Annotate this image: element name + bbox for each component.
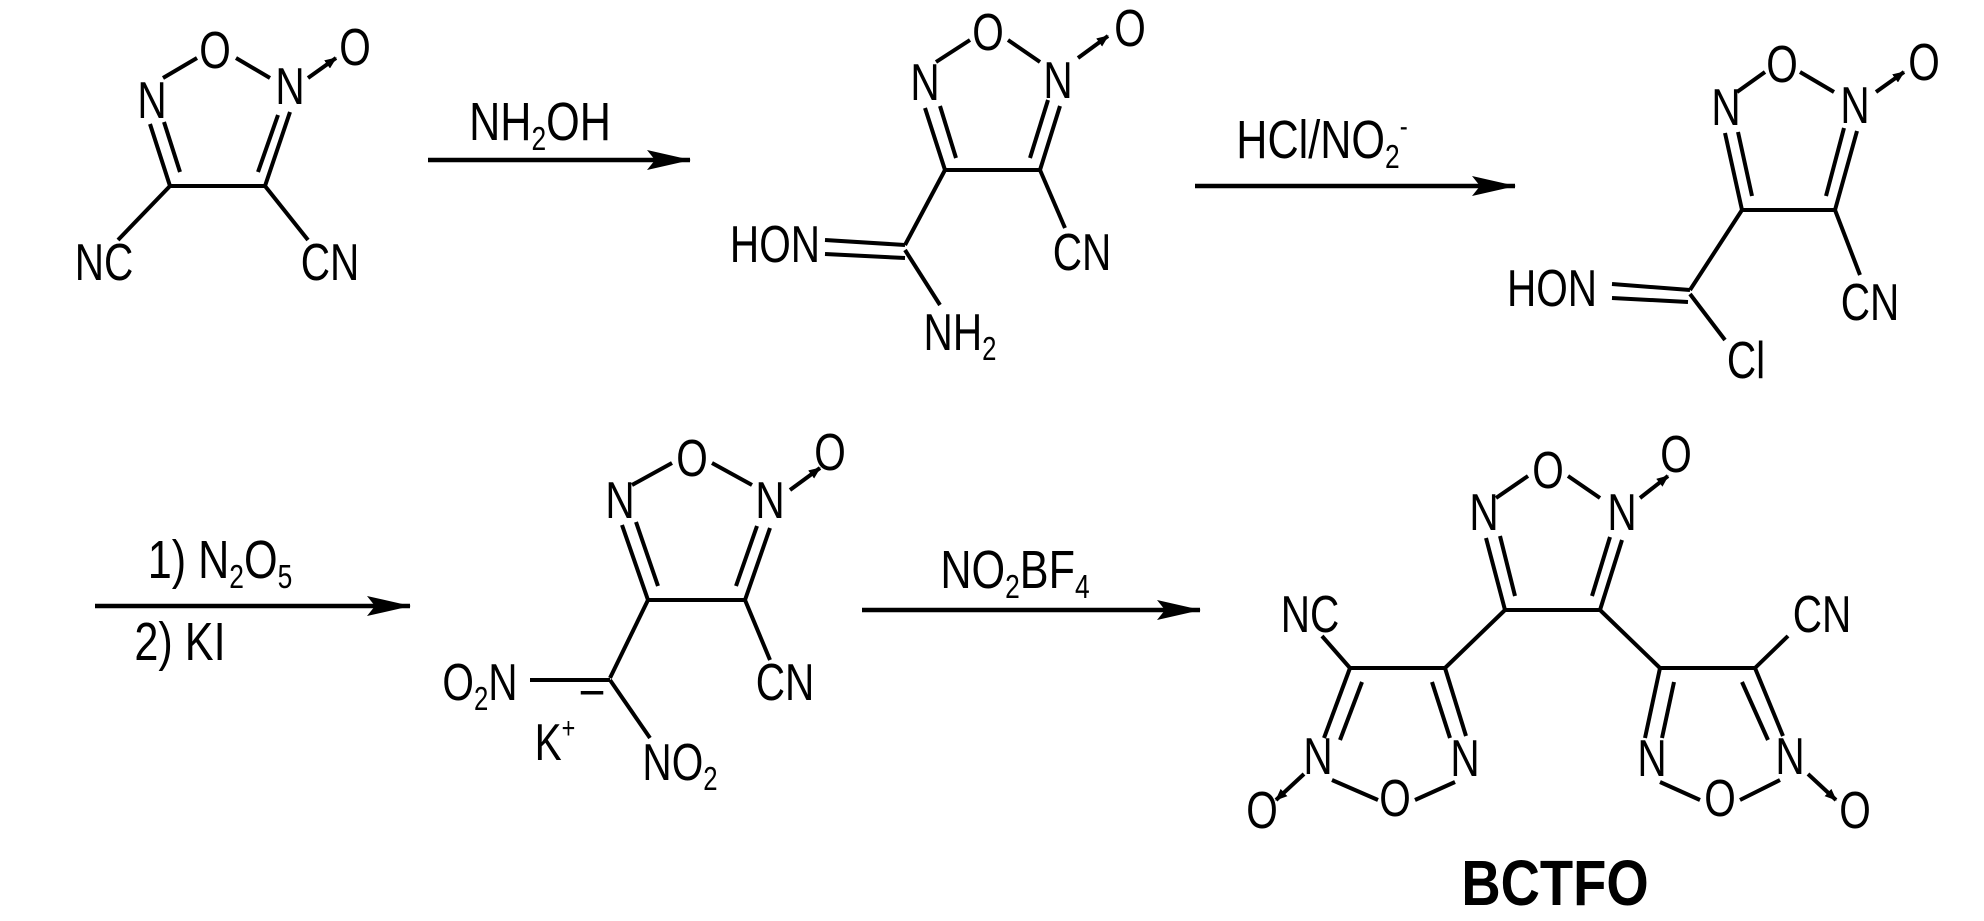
atom-n-oxide: N [1303,727,1332,785]
cyano-group: NC [1281,585,1340,643]
chlorine-atom: Cl [1727,331,1765,389]
reagent-ki: 2) KI [134,613,225,673]
reaction-arrow-4: NO2BF4 [862,541,1201,620]
reagent-n2o5: 1) N2O5 [148,531,293,596]
oxime-group: HON [1507,259,1597,317]
atom-o: O [1704,769,1736,827]
atom-n: N [605,471,634,529]
atom-n: N [137,71,166,129]
atom-o: O [1114,0,1146,57]
product-name: BCTFO [1461,847,1648,919]
compound-bctfo: N O N O NC N O N O CN N O N O [1246,425,1871,919]
cyano-group: CN [301,233,360,291]
atom-o: O [1246,781,1278,839]
atom-o: O [676,429,708,487]
atom-o: O [339,18,371,76]
reaction-arrow-1: NH2OH [428,93,691,170]
atom-n: N [1637,729,1666,787]
atom-n: N [1450,729,1479,787]
atom-o: O [1379,769,1411,827]
atom-o: O [1839,781,1871,839]
nitro-group: NO2 [642,733,717,798]
compound-dinitromethyl-salt: N O N O O2N CN K+ – NO2 [442,423,845,798]
reagent-no2bf4: NO2BF4 [940,541,1089,606]
atom-n: N [1469,483,1498,541]
cyano-group: NC [75,233,134,291]
atom-n-oxide: N [1607,483,1636,541]
reagent-hcl-nitrite: HCl/NO2- [1236,108,1407,175]
atom-o: O [972,3,1004,61]
compound-dicyanofuroxan: N O N O NC CN [75,18,371,291]
atom-n: N [1711,78,1740,136]
nitro-group: O2N [442,653,517,718]
atom-o: O [1532,441,1564,499]
atom-n-oxide: N [1840,76,1869,134]
cyano-group: CN [1053,223,1112,281]
reagent-nh2oh: NH2OH [469,93,611,158]
cyano-group: CN [756,653,815,711]
potassium-cation: K+ [535,711,576,771]
atom-o: O [1766,35,1798,93]
reaction-arrow-2: HCl/NO2- [1195,108,1516,196]
cyano-group: CN [1793,585,1852,643]
atom-n-oxide: N [1775,727,1804,785]
oxime-group: HON [730,215,820,273]
carbanion-charge: – [581,659,604,717]
atom-o: O [1908,33,1940,91]
atom-n: N [910,53,939,111]
compound-chloroxime: N O N O HON CN Cl [1507,33,1940,389]
atom-o: O [199,21,231,79]
amine-group: NH2 [924,303,997,368]
atom-o: O [1660,425,1692,483]
atom-n-oxide: N [755,471,784,529]
atom-n-oxide: N [1043,51,1072,109]
reaction-arrow-3: 1) N2O5 2) KI [95,531,411,673]
atom-o: O [814,423,846,481]
atom-n-oxide: N [275,57,304,115]
cyano-group: CN [1841,273,1900,331]
compound-amidoxime: N O N O HON CN NH2 [730,0,1146,368]
